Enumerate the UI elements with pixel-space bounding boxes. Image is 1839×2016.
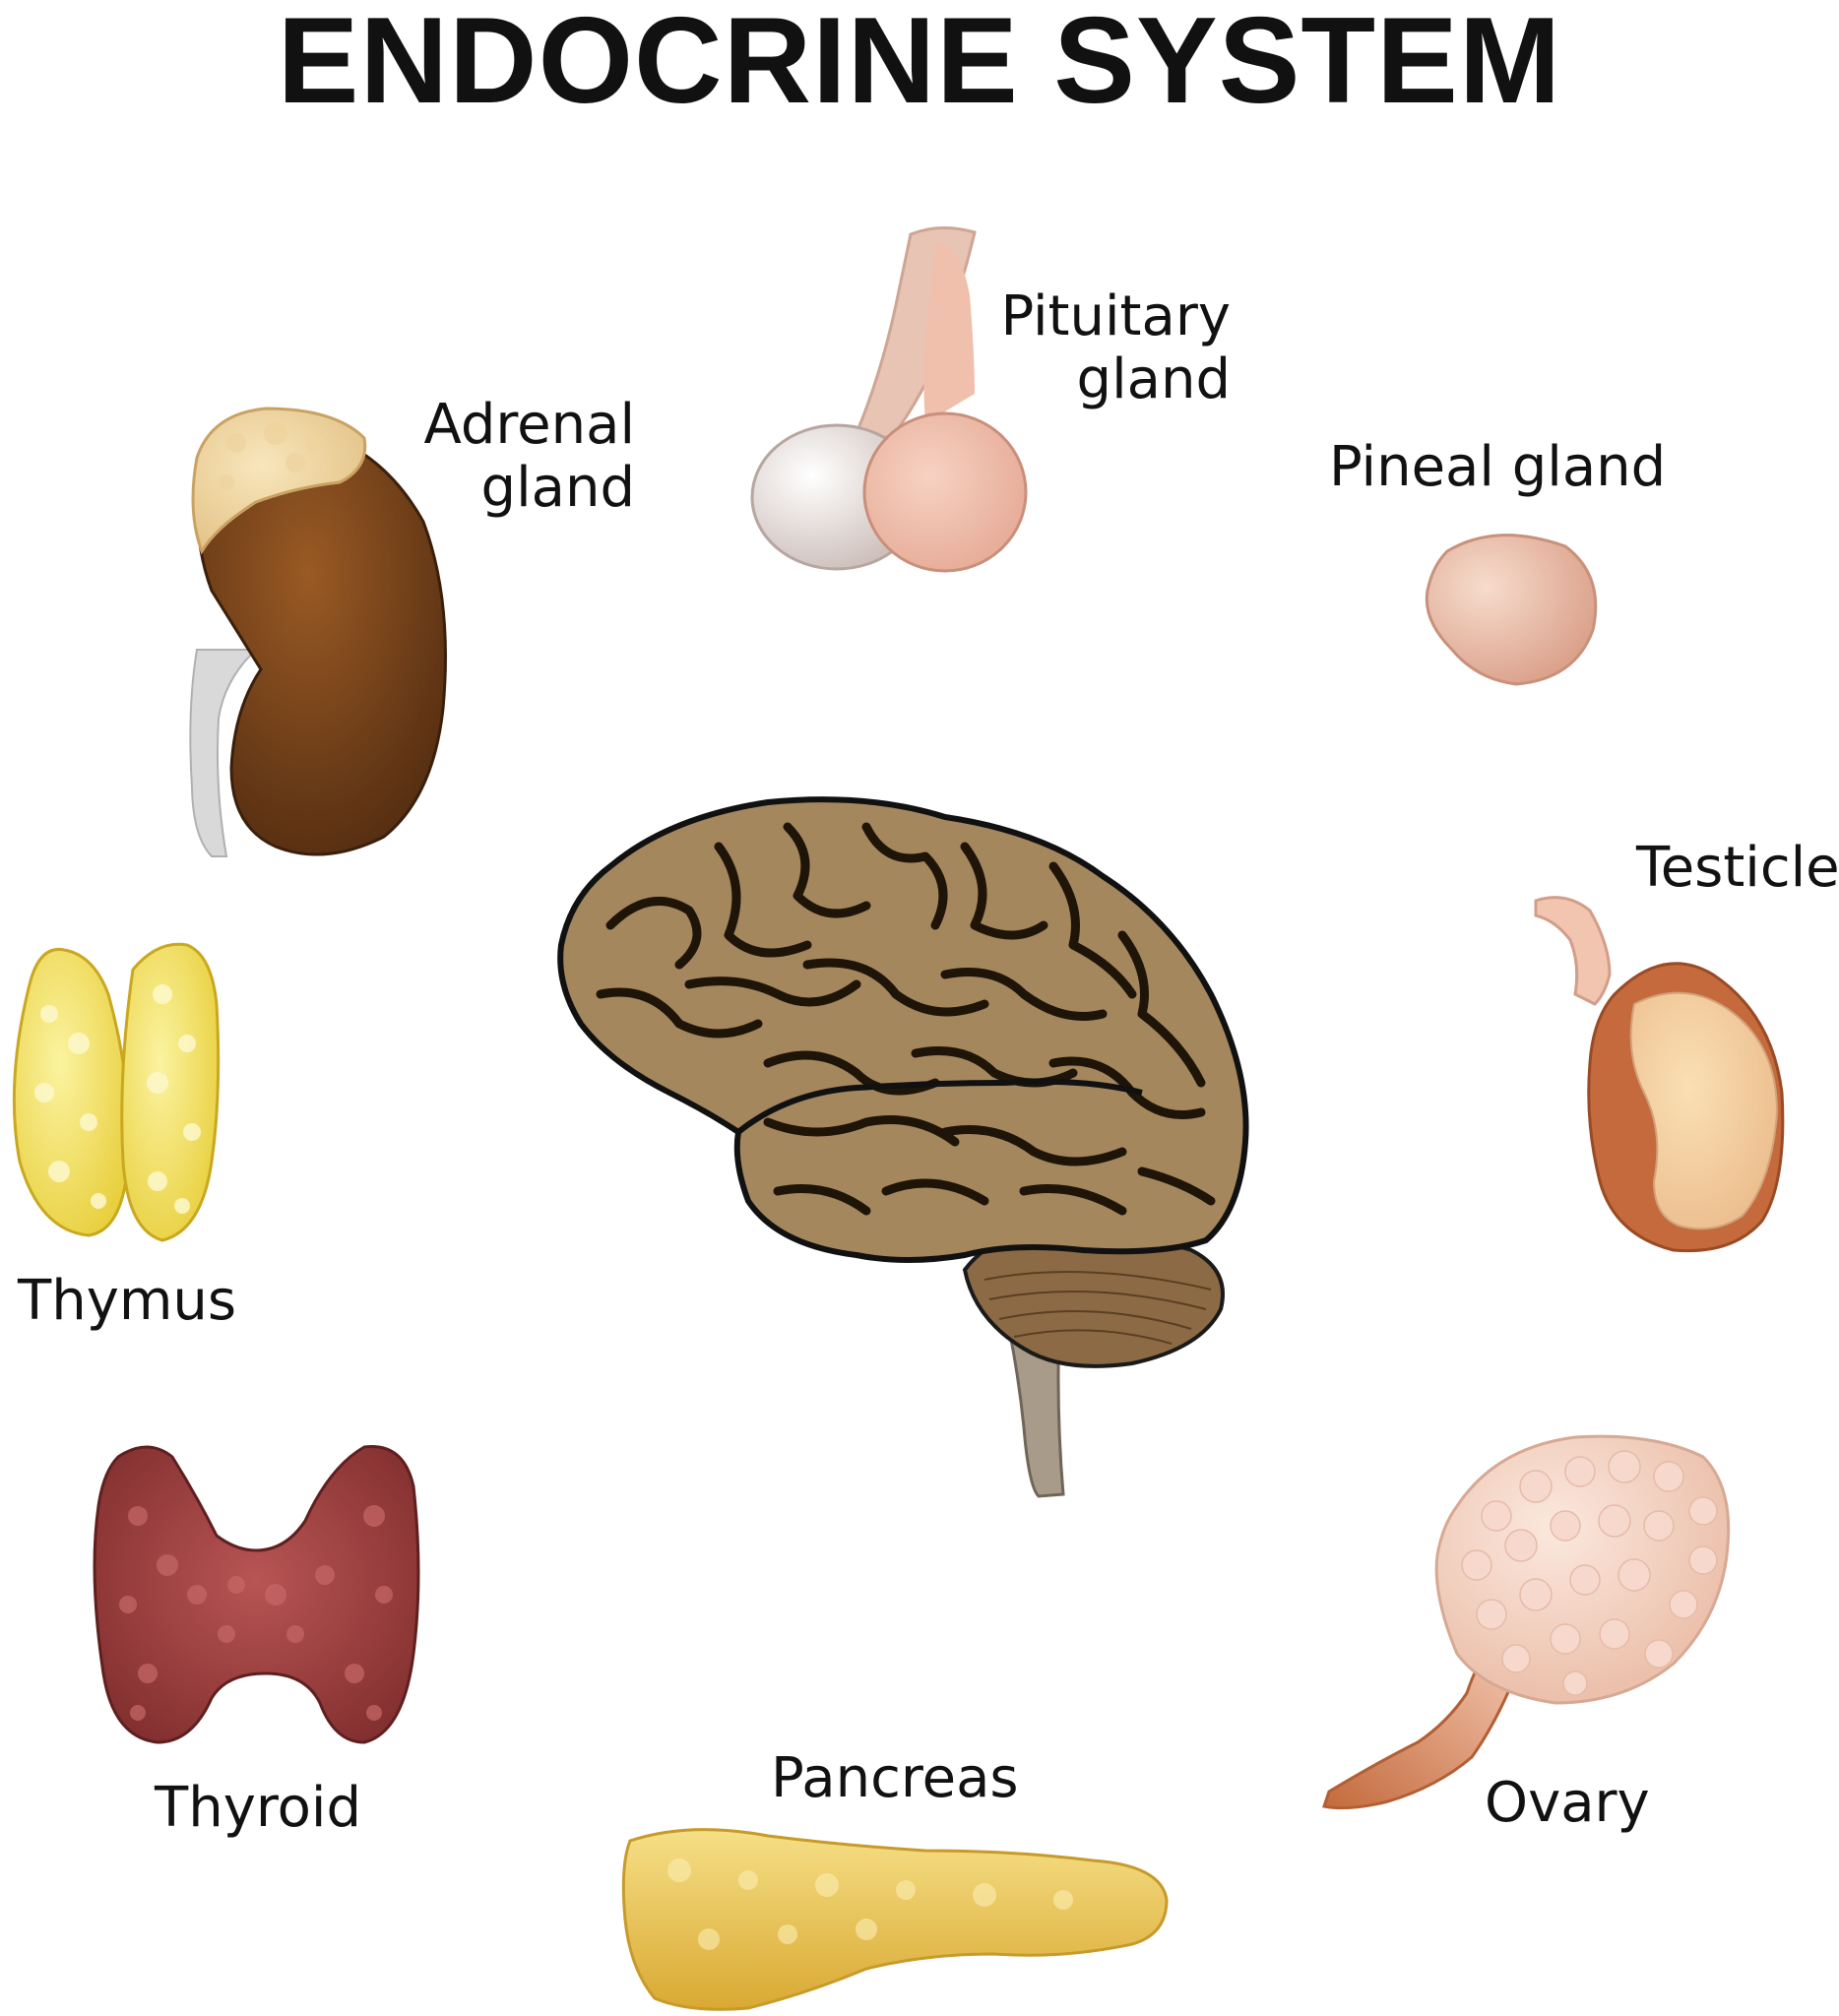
pituitary-gland-illustration [750, 225, 1028, 573]
brain-illustration [557, 796, 1249, 1498]
label-thymus: Thymus [18, 1269, 237, 1333]
label-pancreas: Pancreas [771, 1746, 1019, 1810]
thymus-illustration [12, 942, 221, 1242]
label-thyroid: Thyroid [155, 1776, 361, 1840]
pineal-gland-illustration [1425, 534, 1598, 686]
testicle-illustration [1534, 896, 1785, 1253]
ovary-illustration [1322, 1434, 1731, 1810]
diagram-title: ENDOCRINE SYSTEM [277, 0, 1562, 129]
adrenal-gland-illustration [189, 407, 447, 857]
label-pituitary-line-1: Pituitary [1000, 284, 1231, 348]
label-ovary: Ovary [1485, 1771, 1650, 1835]
label-adrenal-line-1: Adrenal [423, 393, 635, 457]
label-pituitary-line-2: gland [1076, 347, 1231, 411]
label-adrenal-gland: Adrenal gland [374, 394, 635, 520]
label-adrenal-line-2: gland [480, 456, 635, 520]
thyroid-illustration [93, 1445, 420, 1744]
label-pituitary-gland: Pituitary gland [965, 285, 1231, 411]
label-pineal-gland: Pineal gland [1329, 435, 1667, 499]
label-testicle: Testicle [1636, 836, 1839, 900]
pancreas-illustration [621, 1828, 1169, 2011]
